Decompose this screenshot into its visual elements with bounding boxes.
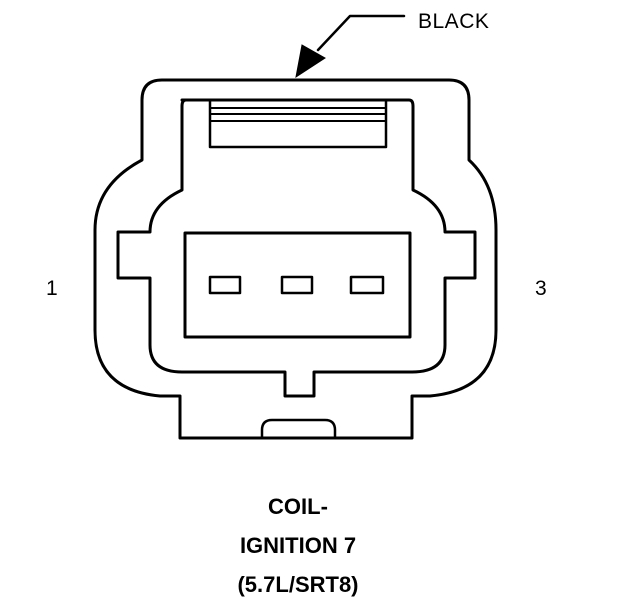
bottom-key-skirt bbox=[260, 418, 337, 440]
connector-housing-outline bbox=[93, 78, 498, 440]
terminal-slot-1 bbox=[208, 275, 242, 295]
terminal-face bbox=[183, 231, 412, 339]
caption-line-2: IGNITION 7 bbox=[239, 533, 357, 558]
callout-label: BLACK bbox=[418, 10, 490, 33]
caption-line-3: (5.7L/SRT8) bbox=[237, 572, 359, 597]
caption-line-1: COIL- bbox=[268, 494, 328, 519]
latch-tab bbox=[208, 98, 388, 149]
callout-arrowhead bbox=[295, 44, 326, 79]
pin-label-left: 1 bbox=[46, 277, 58, 300]
terminal-slot-3 bbox=[349, 275, 385, 295]
terminal-slot-2 bbox=[280, 275, 314, 295]
pin-label-right: 3 bbox=[535, 277, 547, 300]
callout-leader-line bbox=[316, 14, 406, 52]
connector-inner-cavity bbox=[116, 98, 477, 398]
